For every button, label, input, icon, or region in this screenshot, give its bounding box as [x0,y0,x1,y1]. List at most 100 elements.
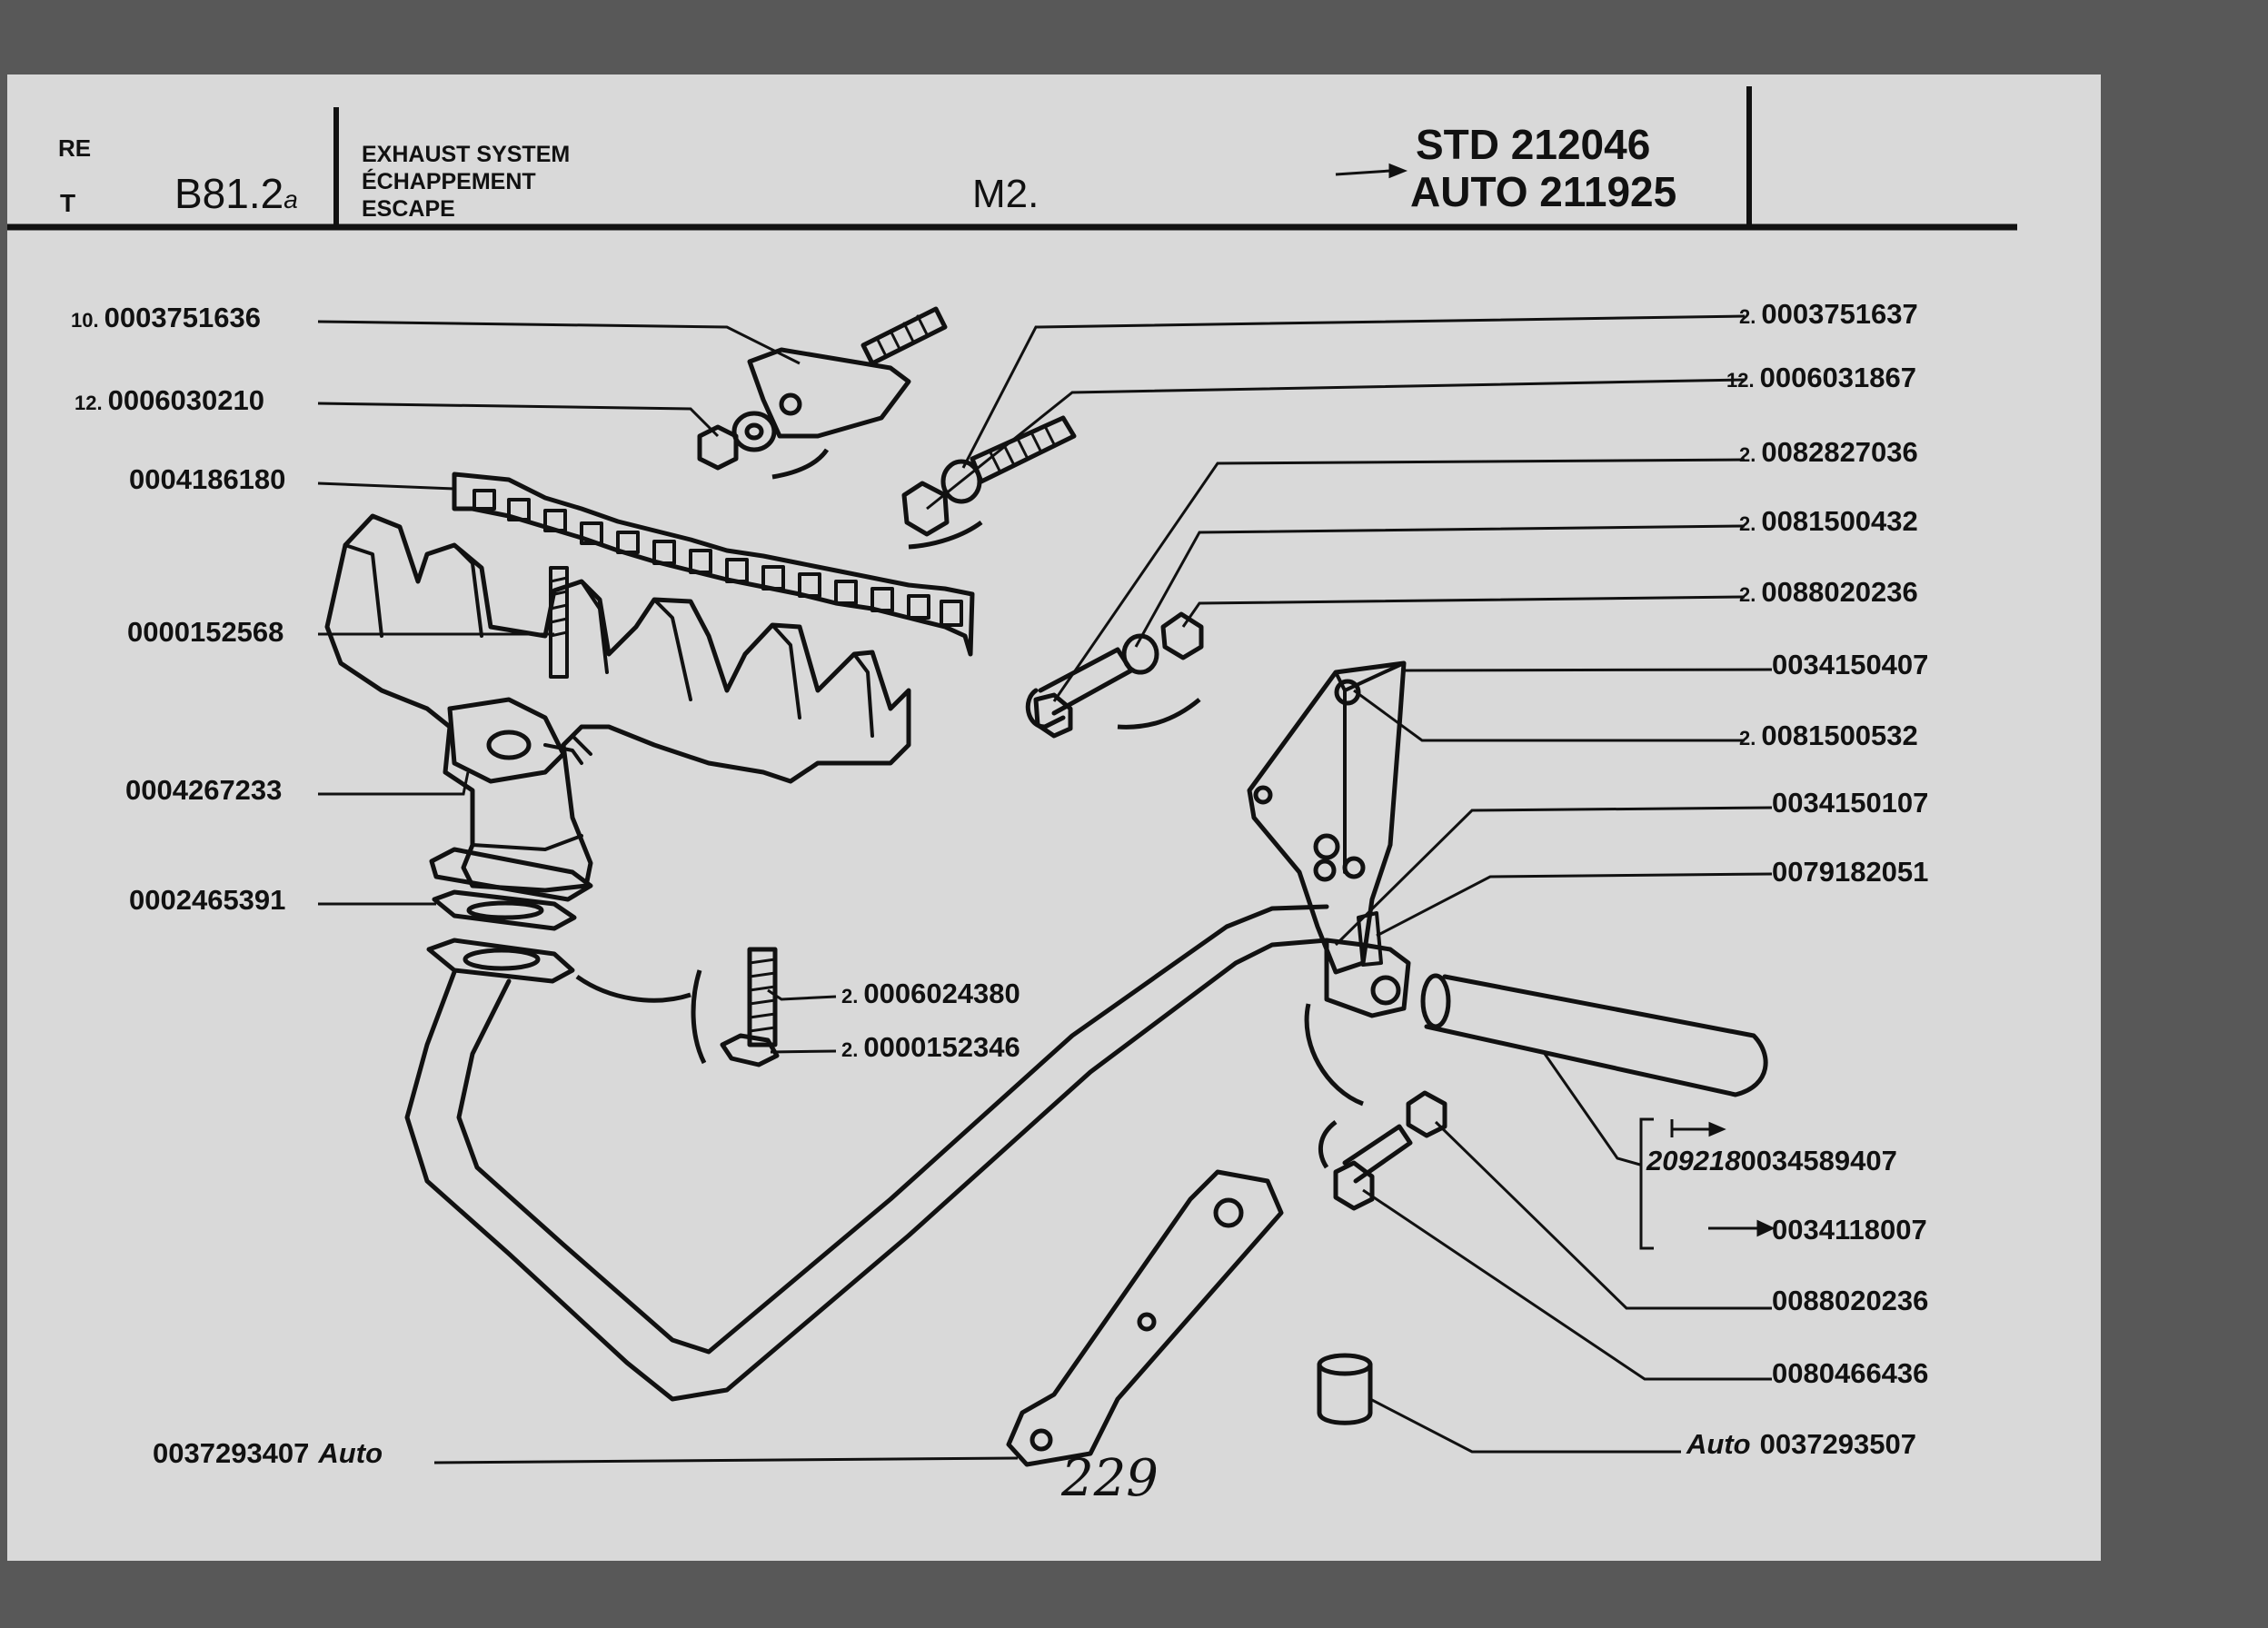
left-label-4: 0000152568 [127,618,284,646]
right-label-4-qty: 2. [1739,512,1756,535]
center-label-1: 2.0006024380 [841,979,1020,1008]
serial-arrow-icon [1335,163,1408,179]
bracket-nut-drawing [1160,611,1204,660]
right-label-2-qty: 12. [1726,369,1755,392]
right-label-7-qty: 2. [1739,727,1756,749]
right-label-1-qty: 2. [1739,305,1756,328]
bracket-hole-4 [1313,859,1337,882]
center-label-2: 2.0000152346 [841,1033,1020,1061]
manifold-outlet-flange [429,847,593,902]
right-label-4: 2.0081500432 [1739,507,1918,535]
washer-1-drawing [731,411,777,452]
section-title-es: ESCAPE [362,196,455,222]
right-label-7-part: 0081500532 [1761,720,1918,751]
lower-nut-drawing [1406,1090,1447,1138]
right-label-5-qty: 2. [1739,583,1756,606]
right-label-3: 2.0082827036 [1739,438,1918,466]
rubber-bush-drawing [1317,1353,1373,1425]
top-stud-drawing [860,306,948,366]
left-label-6-part: 0002465391 [129,884,286,916]
pipe-clamp-hole [1370,975,1401,1006]
manifold-stud-threads [549,576,569,638]
auto-right-prefix: Auto [1686,1428,1751,1460]
lower-bolt-drawing [1342,1124,1413,1184]
left-label-1: 10.0003751636 [71,303,261,332]
heat-valve-port [486,730,532,760]
mounting-strap-drawing [1006,1169,1284,1467]
bracket-bolt-head [1033,692,1073,739]
washer-1-hole [744,422,764,441]
right-label-6: 0034150407 [1772,650,1928,679]
right-label-6-part: 0034150407 [1772,649,1929,680]
right-label-7: 2.0081500532 [1739,721,1918,749]
section-title-en: EXHAUST SYSTEM [362,142,571,167]
t-label: T [60,189,76,217]
left-label-2-qty: 12. [75,392,103,414]
lower-right-label-2: 0080466436 [1772,1359,1928,1387]
serial-std: STD 212046 [1416,121,1651,168]
exhaust-stud-drawing [747,947,778,1047]
right-label-9-part: 0079182051 [1772,856,1929,888]
nut-1-drawing [697,424,739,471]
bracket-hole-2 [1253,785,1273,805]
from-arrow-icon [1708,1219,1776,1237]
center-label-1-qty: 2. [841,985,859,1008]
left-label-2: 12.0006030210 [75,386,264,414]
strap-hole-bottom [1030,1428,1053,1452]
ref-label: RE [58,134,92,162]
tailpipe-drawing [1424,974,1768,1097]
callout-arcs [575,448,1364,1169]
lower-bolt-head [1333,1160,1375,1211]
model-label: M2. [972,172,1040,216]
tailpipe-inlet [1420,973,1451,1029]
top-bracket-hole [779,392,802,416]
tailpipe-bracket [1639,1117,1654,1250]
right-label-8-part: 0034150107 [1772,787,1929,819]
exhaust-manifold-drawing [324,513,911,893]
right-label-8: 0034150107 [1772,789,1928,817]
right-label-1: 2.0003751637 [1739,300,1918,328]
left-label-3: 0004186180 [129,465,285,493]
right-label-3-part: 0082827036 [1761,436,1918,468]
tailpipe-until-label: 2092180034589407 [1646,1147,1897,1175]
bracket-tab [1357,911,1383,967]
left-label-1-part: 0003751636 [104,302,262,333]
left-label-6: 0002465391 [129,886,285,914]
lower-right-label-1: 0088020236 [1772,1286,1928,1315]
right-label-5-part: 0088020236 [1761,576,1918,608]
lower-right-label-1-part: 0088020236 [1772,1285,1929,1316]
left-label-3-part: 0004186180 [129,463,286,495]
right-label-4-part: 0081500432 [1761,505,1918,537]
flange-gasket-drawing [432,889,577,931]
right-label-9: 0079182051 [1772,858,1928,886]
auto-right-part: 0037293507 [1759,1428,1917,1460]
strap-hole-mid [1137,1312,1157,1332]
exhaust-stud-nut-drawing [720,1033,780,1067]
right-label-2-part: 0006031867 [1759,362,1917,393]
top-bracket-plate-drawing [747,347,911,439]
bolt-washer-drawing [940,459,982,504]
leader-lines [317,314,1773,1464]
heat-valve-housing-drawing [447,697,566,784]
auto-left-suffix: Auto [318,1437,383,1469]
support-bracket-drawing [1247,660,1407,975]
center-label-2-qty: 2. [841,1038,859,1061]
page-number: 229 [1061,1449,1159,1508]
left-label-5: 0004267233 [125,776,282,804]
center-label-1-part: 0006024380 [863,978,1020,1009]
bolt-nut-drawing [901,481,950,537]
left-label-5-part: 0004267233 [125,774,283,806]
until-arrow-icon [1670,1119,1726,1137]
center-label-2-part: 0000152346 [863,1031,1020,1063]
right-label-5: 2.0088020236 [1739,578,1918,606]
manifold-detail-lines [343,543,874,851]
section-title-fr: ÉCHAPPEMENT [362,169,536,194]
heat-valve-fitting [543,734,592,765]
serial-auto: AUTO 211925 [1410,168,1677,215]
auto-left-part: 0037293407 [153,1437,310,1469]
bracket-hole-5 [1342,856,1366,879]
left-label-2-part: 0006030210 [107,384,265,416]
